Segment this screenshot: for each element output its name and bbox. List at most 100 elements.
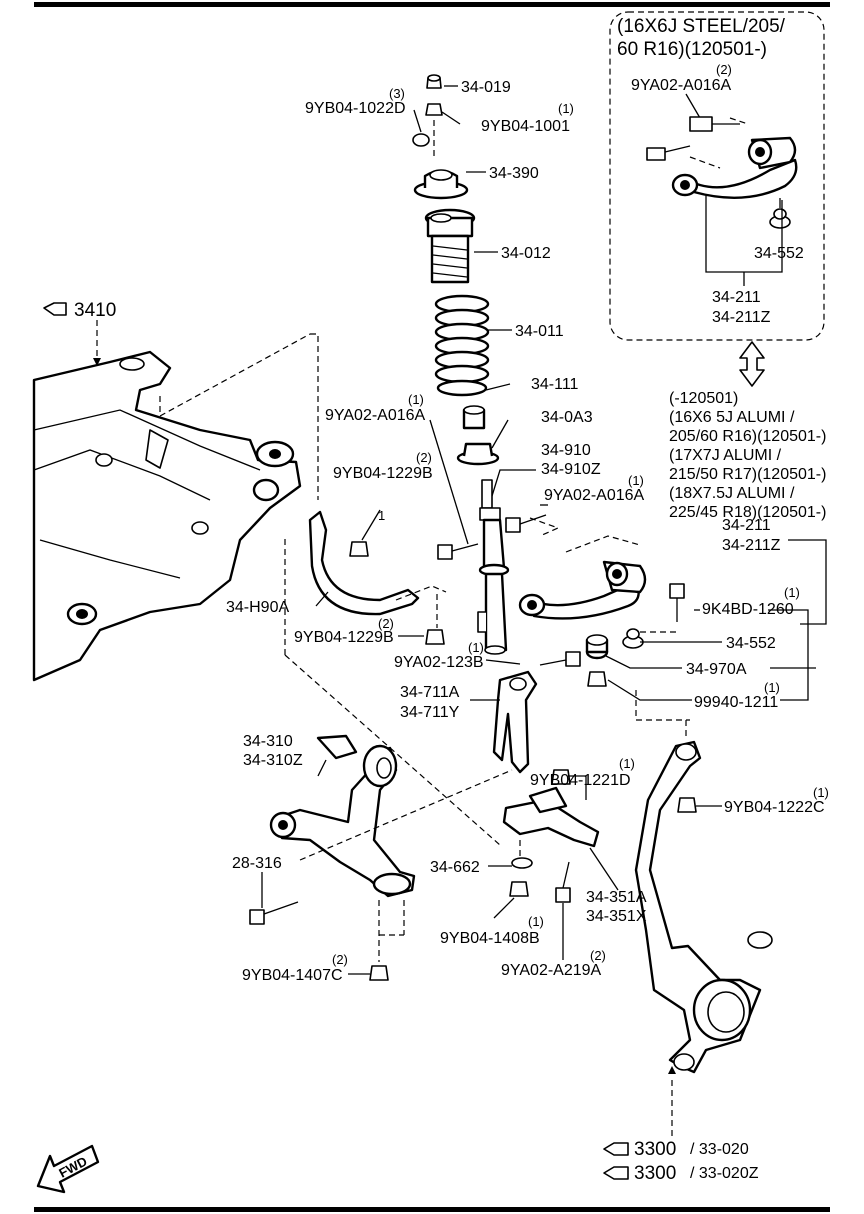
inset-bushing-code: 34-552 [754, 245, 804, 262]
nut-9yb04-1407c [369, 965, 389, 981]
label-34-711y: 34-711Y [400, 704, 460, 721]
label-34-390: 34-390 [489, 165, 539, 182]
ref-3300-2[interactable]: 3300 / 33-020Z [603, 1163, 759, 1184]
stabilizer-bar-34-h90a [308, 510, 420, 616]
label-9yb04-1408b: 9YB04-1408B [440, 930, 540, 947]
qty-2: (2) [332, 952, 348, 967]
inset-bolt-qty: (2) [716, 62, 732, 77]
dust-boot-34-012 [424, 208, 476, 284]
bolt-9ya02-a219a [555, 861, 571, 903]
bushing-34-970a [585, 634, 609, 660]
inset-arm-code2: 34-211Z [712, 309, 771, 326]
label-34-711a: 34-711A [400, 684, 460, 701]
qty-2: (2) [378, 616, 394, 631]
upper-control-arm-34-211 [518, 560, 647, 620]
strut-mount-34-390 [413, 169, 469, 200]
label-34-552: 34-552 [726, 635, 776, 652]
qty-3: (3) [389, 86, 405, 101]
qty-1: (1) [558, 101, 574, 116]
qty-1: (1) [628, 473, 644, 488]
label-34-662: 34-662 [430, 859, 480, 876]
label-9ya02-a016a-right: 9YA02-A016A [544, 487, 645, 504]
inset-bushing [769, 208, 791, 229]
qty-1: (1) [813, 785, 829, 800]
label-34-h90a: 34-H90A [226, 599, 289, 616]
applicability-line: (17X7J ALUMI / [669, 447, 782, 464]
ref-3300-sub1: / 33-020 [690, 1141, 749, 1158]
bracket-34-351a [502, 786, 600, 848]
inset-arm-code1: 34-211 [712, 289, 761, 306]
nut-9yb04-1001 [425, 103, 443, 116]
leader-lines [261, 85, 827, 975]
label-9yb04-1022d: 9YB04-1022D [305, 100, 406, 117]
fwd-text: FWD [56, 1154, 89, 1181]
label-34-211z: 34-211Z [722, 537, 781, 554]
shock-absorber-34-910 [477, 479, 510, 655]
qty-1: (1) [619, 756, 635, 771]
qty-2: (2) [416, 450, 432, 465]
inset-box: (16X6J STEEL/205/ 60 R16)(120501-) (2) 9… [609, 11, 825, 341]
fwd-arrow-icon: FWD [36, 1144, 100, 1194]
ref-3300-1[interactable]: 3300 / 33-020 [603, 1139, 749, 1160]
label-9ya02-123b: 9YA02-123B [394, 654, 484, 671]
bolt-9ya02-a016a-left [437, 543, 479, 560]
label-28-316: 28-316 [232, 855, 282, 872]
washer-9yb04-1022d [412, 133, 430, 147]
label-9yb04-1229b-bottom: 9YB04-1229B [294, 629, 394, 646]
subframe-3410 [32, 350, 302, 682]
inset-bolt [646, 116, 740, 161]
inset-upper-arm [671, 136, 798, 199]
applicability-line: (-120501) [669, 390, 738, 407]
applicability-line: 215/50 R17)(120501-) [669, 466, 826, 483]
label-34-310z: 34-310Z [243, 752, 303, 769]
nut-9yb04-1408b [509, 881, 529, 897]
ref-3300-sub2: / 33-020Z [690, 1165, 759, 1182]
nut-9yb04-1221d [551, 769, 571, 785]
label-34-0a3: 34-0A3 [541, 409, 593, 426]
label-9yb04-1407c: 9YB04-1407C [242, 967, 343, 984]
label-one: 1 [378, 508, 385, 523]
label-34-910z: 34-910Z [541, 461, 601, 478]
label-34-012: 34-012 [501, 245, 551, 262]
label-34-111: 34-111 [531, 376, 579, 393]
inset-title-line1: (16X6J STEEL/205/ [617, 16, 786, 37]
label-9k4bd-1260: 9K4BD-1260 [702, 601, 794, 618]
hand-pointer-icon [603, 1166, 629, 1180]
qty-1: (1) [468, 640, 484, 655]
inset-title-line2: 60 R16)(120501-) [617, 39, 767, 60]
label-34-351x: 34-351X [586, 908, 647, 925]
qty-1: (1) [408, 392, 424, 407]
bushing-34-552 [622, 628, 644, 649]
inset-bolt-code: 9YA02-A016A [631, 77, 732, 94]
qty-1: (1) [528, 914, 544, 929]
nut-9yb04-1229b-bottom [425, 629, 445, 645]
ref-3300-text: 3300 [634, 1163, 676, 1184]
nut-9yb04-1229b-top [349, 541, 369, 557]
label-9yb04-1222c: 9YB04-1222C [724, 799, 825, 816]
bolt-9k4bd-1260 [669, 583, 685, 622]
applicability-line: (16X6 5J ALUMI / [669, 409, 795, 426]
ref-3410-text: 3410 [74, 300, 116, 321]
strut-stack [412, 74, 547, 655]
ref-3300-text: 3300 [634, 1139, 676, 1160]
label-34-211: 34-211 [722, 517, 771, 534]
label-34-910: 34-910 [541, 442, 591, 459]
hand-pointer-icon [603, 1142, 629, 1156]
spring-seat-34-0a3 [456, 442, 500, 466]
nut-9yb04-1222c [677, 797, 697, 813]
label-9yb04-1001: 9YB04-1001 [481, 118, 570, 135]
steering-knuckle-3300 [634, 740, 773, 1074]
bump-stop-34-111 [462, 405, 486, 430]
applicability-line: 225/45 R18)(120501-) [669, 504, 826, 521]
label-34-019: 34-019 [461, 79, 511, 96]
washer-34-662 [511, 857, 533, 869]
label-99940-1211: 99940-1211 [694, 694, 778, 711]
ref-3410[interactable]: 3410 [43, 300, 116, 321]
coil-spring-34-011 [434, 294, 490, 397]
double-arrow-icon [739, 341, 765, 387]
qty-1: (1) [784, 585, 800, 600]
label-9ya02-a016a-left: 9YA02-A016A [325, 407, 426, 424]
label-34-310: 34-310 [243, 733, 293, 750]
shock-fork-34-711a [492, 670, 538, 774]
